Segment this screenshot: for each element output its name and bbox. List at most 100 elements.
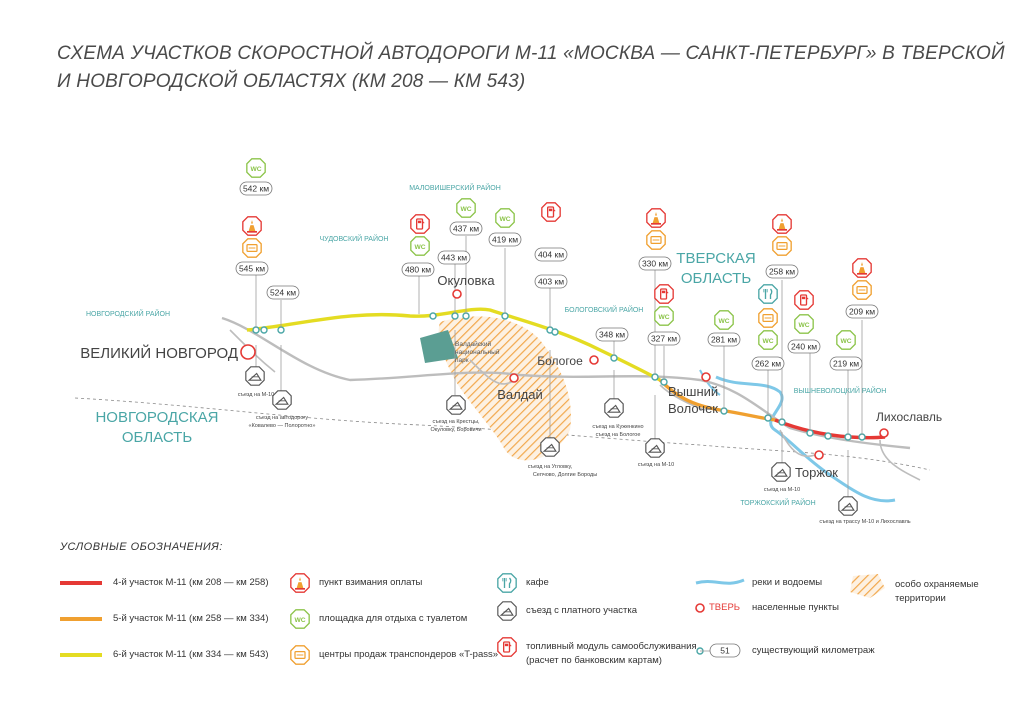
legend-fuel-label-1: топливный модуль самообслуживания: [526, 641, 697, 652]
map-title-line-1: СХЕМА УЧАСТКОВ СКОРОСТНОЙ АВТОДОРОГИ М-1…: [57, 43, 1005, 64]
wc-icon: [714, 310, 734, 330]
novgorod-oblast-label-2: ОБЛАСТЬ: [122, 429, 193, 446]
city-markers: [240, 289, 889, 460]
fuel-icon: [410, 214, 430, 234]
exit-label-m10-torzhok: съезд на М-10: [764, 487, 800, 493]
park-label-1: Валдайский: [455, 340, 492, 348]
km-524: 524 км: [270, 288, 296, 298]
bologovsky-rayon-label: БОЛОГОВСКИЙ РАЙОН: [565, 305, 644, 314]
km-209: 209 км: [849, 307, 875, 317]
km-240: 240 км: [791, 342, 817, 352]
valday-park: [438, 316, 571, 461]
fuel-icon: [794, 290, 814, 310]
exit-label-krestcy-1: съезд на Крестцы,: [432, 419, 480, 425]
tpass-icon: [852, 280, 872, 300]
legend-rest-label: площадка для отдыха с туалетом: [319, 613, 468, 624]
km-pills: [235, 181, 879, 371]
legend-cafe-label: кафе: [526, 577, 549, 588]
fuel-icon: [654, 284, 674, 304]
exit-icon: [540, 437, 560, 457]
toll-icon: [646, 208, 666, 228]
valday-lake: [420, 330, 458, 363]
legend-tver-example: ТВЕРЬ: [709, 602, 741, 613]
exit-label-uglovka-2: Сепчово, Долгие Бороды: [533, 472, 597, 478]
km-330: 330 км: [642, 259, 668, 269]
km-545: 545 км: [239, 264, 265, 274]
wc-icon: [794, 314, 814, 334]
m11-section-5: [658, 378, 776, 422]
map-title: СХЕМА УЧАСТКОВ СКОРОСТНОЙ АВТОДОРОГИ М-1…: [57, 40, 1005, 96]
exit-icon: [604, 398, 624, 418]
legend-exit-icon: [497, 601, 517, 621]
river-2: [699, 369, 721, 396]
exit-label-m10-likhoslavl: съезд на трассу М-10 и Лихославль: [819, 519, 910, 525]
exit-icon: [245, 366, 265, 386]
km-281: 281 км: [711, 335, 737, 345]
legend-heading: УСЛОВНЫЕ ОБОЗНАЧЕНИЯ:: [60, 541, 223, 553]
fuel-icon: [541, 202, 561, 222]
city-likhoslavl: Лихославль: [876, 410, 942, 424]
exit-label-m10-novgorod: съезд на М-10: [238, 392, 274, 398]
km-419: 419 км: [492, 235, 518, 245]
tpass-icon: [646, 230, 666, 250]
exit-label-kuzhenkino-1: съезд на Куженкино: [592, 424, 643, 430]
road-branch-5: [659, 384, 706, 411]
tver-oblast-label-2: ОБЛАСТЬ: [681, 270, 752, 287]
legend-toll-icon: [290, 573, 310, 593]
km-327: 327 км: [651, 334, 677, 344]
km-480: 480 км: [405, 265, 431, 275]
exit-icon: [771, 462, 791, 482]
novgorodsky-rayon-label: НОВГОРОДСКИЙ РАЙОН: [86, 309, 170, 318]
park-label-3: парк: [455, 357, 469, 364]
exit-label-kovalevo-1: съезд на автодорогу: [256, 415, 309, 421]
park-label-2: национальный: [455, 348, 500, 356]
legend-protected-area: [850, 574, 885, 598]
vyshnevolotsky-rayon-label: ВЫШНЕВОЛОЦКИЙ РАЙОН: [794, 386, 887, 395]
km-258: 258 км: [769, 267, 795, 277]
road-branch-3: [779, 429, 816, 457]
legend-rivers-label: реки и водоемы: [752, 577, 823, 588]
city-bologoe: Бологое: [537, 354, 583, 368]
legend-section4-label: 4-й участок М-11 (км 208 — км 258): [113, 577, 269, 588]
exit-icon: [838, 496, 858, 516]
novgorod-oblast-label-1: НОВГОРОДСКАЯ: [95, 409, 218, 426]
legend-fuel-icon: [497, 637, 517, 657]
legend-tpass-label: центры продаж транспондеров «T-pass»: [319, 649, 499, 660]
toll-icon: [242, 216, 262, 236]
wc-icon: [758, 330, 778, 350]
malovishersky-rayon-label: МАЛОВИШЕРСКИЙ РАЙОН: [409, 183, 501, 192]
wc-icon: [246, 158, 266, 178]
legend: 51: [60, 573, 885, 665]
cafe-icon: [758, 284, 778, 304]
exit-icon: [446, 395, 466, 415]
legend-protected-label-2: территории: [895, 593, 946, 604]
km-542: 542 км: [243, 184, 269, 194]
road-branch-4: [879, 439, 921, 481]
city-valday: Валдай: [497, 387, 543, 402]
toll-icon: [852, 258, 872, 278]
tpass-icon: [242, 238, 262, 258]
legend-river: [695, 578, 745, 585]
wc-icon: [456, 198, 476, 218]
km-348: 348 км: [599, 330, 625, 340]
torzhoksky-rayon-label: ТОРЖОКСКИЙ РАЙОН: [740, 498, 815, 507]
tver-oblast-label-1: ТВЕРСКАЯ: [676, 250, 755, 267]
legend-section5-label: 5-й участок М-11 (км 258 — км 334): [113, 613, 269, 624]
exit-label-uglovka-1: съезд на Угловку,: [528, 464, 573, 470]
legend-exit-label: съезд с платного участка: [526, 605, 638, 616]
km-443: 443 км: [441, 253, 467, 263]
city-okulovka: Окуловка: [437, 273, 495, 288]
city-vyshniy-volochek-2: Волочек: [668, 401, 718, 416]
map-title-line-2: И НОВГОРОДСКОЙ ОБЛАСТЯХ (КМ 208 — КМ 543…: [57, 71, 526, 92]
legend-cafe-icon: [497, 573, 517, 593]
exit-icon: [645, 438, 665, 458]
city-vyshniy-volochek-1: Вышний: [668, 384, 718, 399]
legend-toll-label: пункт взимания оплаты: [319, 577, 423, 588]
km-262: 262 км: [755, 359, 781, 369]
legend-settlements-label: населенные пункты: [752, 602, 839, 613]
chudovsky-rayon-label: ЧУДОВСКИЙ РАЙОН: [320, 234, 389, 243]
km-403: 403 км: [538, 277, 564, 287]
km-219: 219 км: [833, 359, 859, 369]
wc-icon: [836, 330, 856, 350]
tpass-icon: [772, 236, 792, 256]
